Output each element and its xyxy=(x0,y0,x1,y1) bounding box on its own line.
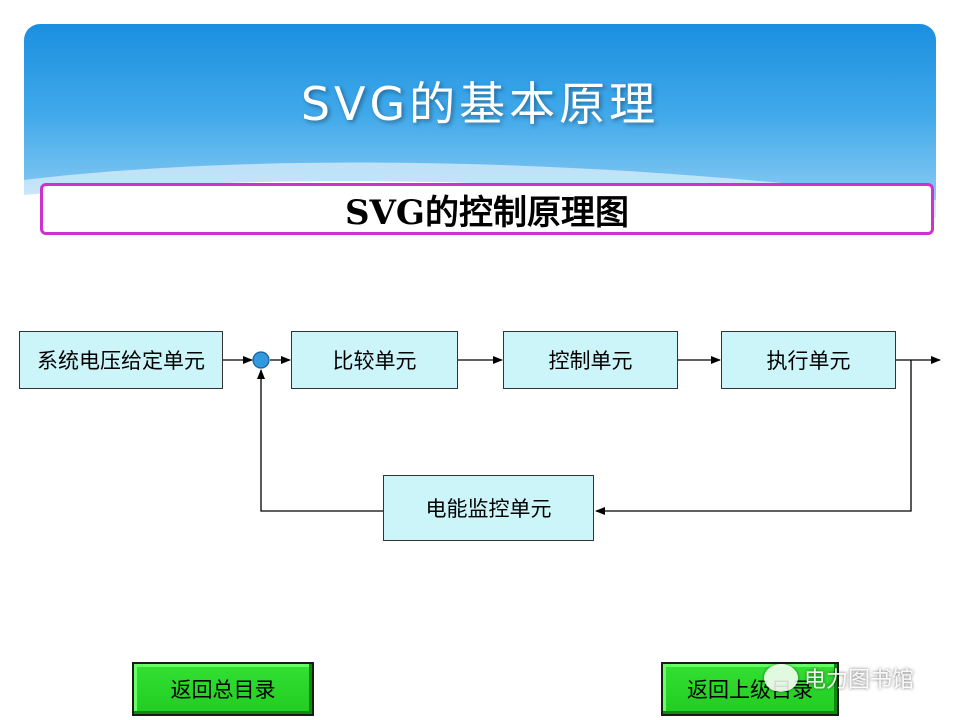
block-monitor-label: 电能监控单元 xyxy=(425,497,552,521)
summing-node xyxy=(252,351,270,369)
watermark: 电力图书馆 xyxy=(764,662,914,694)
feedback-line-to-monitor xyxy=(595,360,912,515)
block-control-label: 控制单元 xyxy=(548,349,633,373)
subtitle-text: SVG的控制原理图 xyxy=(345,192,629,233)
subtitle-box: SVG的控制原理图 xyxy=(40,183,934,235)
back-to-contents-label: 返回总目录 xyxy=(170,678,276,702)
block-monitor-unit: 电能监控单元 xyxy=(383,475,594,541)
slide-title: SVG的基本原理 xyxy=(300,77,660,131)
back-to-contents-button[interactable]: 返回总目录 xyxy=(132,662,314,716)
block-reference-unit: 系统电压给定单元 xyxy=(19,331,223,389)
wechat-icon xyxy=(764,664,798,692)
back-to-parent-button[interactable]: 返回上级目录 xyxy=(661,662,839,716)
block-reference-label: 系统电压给定单元 xyxy=(37,349,205,373)
feedback-line-to-node xyxy=(257,369,383,512)
block-compare-unit: 比较单元 xyxy=(291,331,458,389)
block-control-unit: 控制单元 xyxy=(503,331,678,389)
block-execute-unit: 执行单元 xyxy=(721,331,896,389)
block-compare-label: 比较单元 xyxy=(332,349,417,373)
watermark-text: 电力图书馆 xyxy=(804,668,915,693)
block-execute-label: 执行单元 xyxy=(766,349,851,373)
